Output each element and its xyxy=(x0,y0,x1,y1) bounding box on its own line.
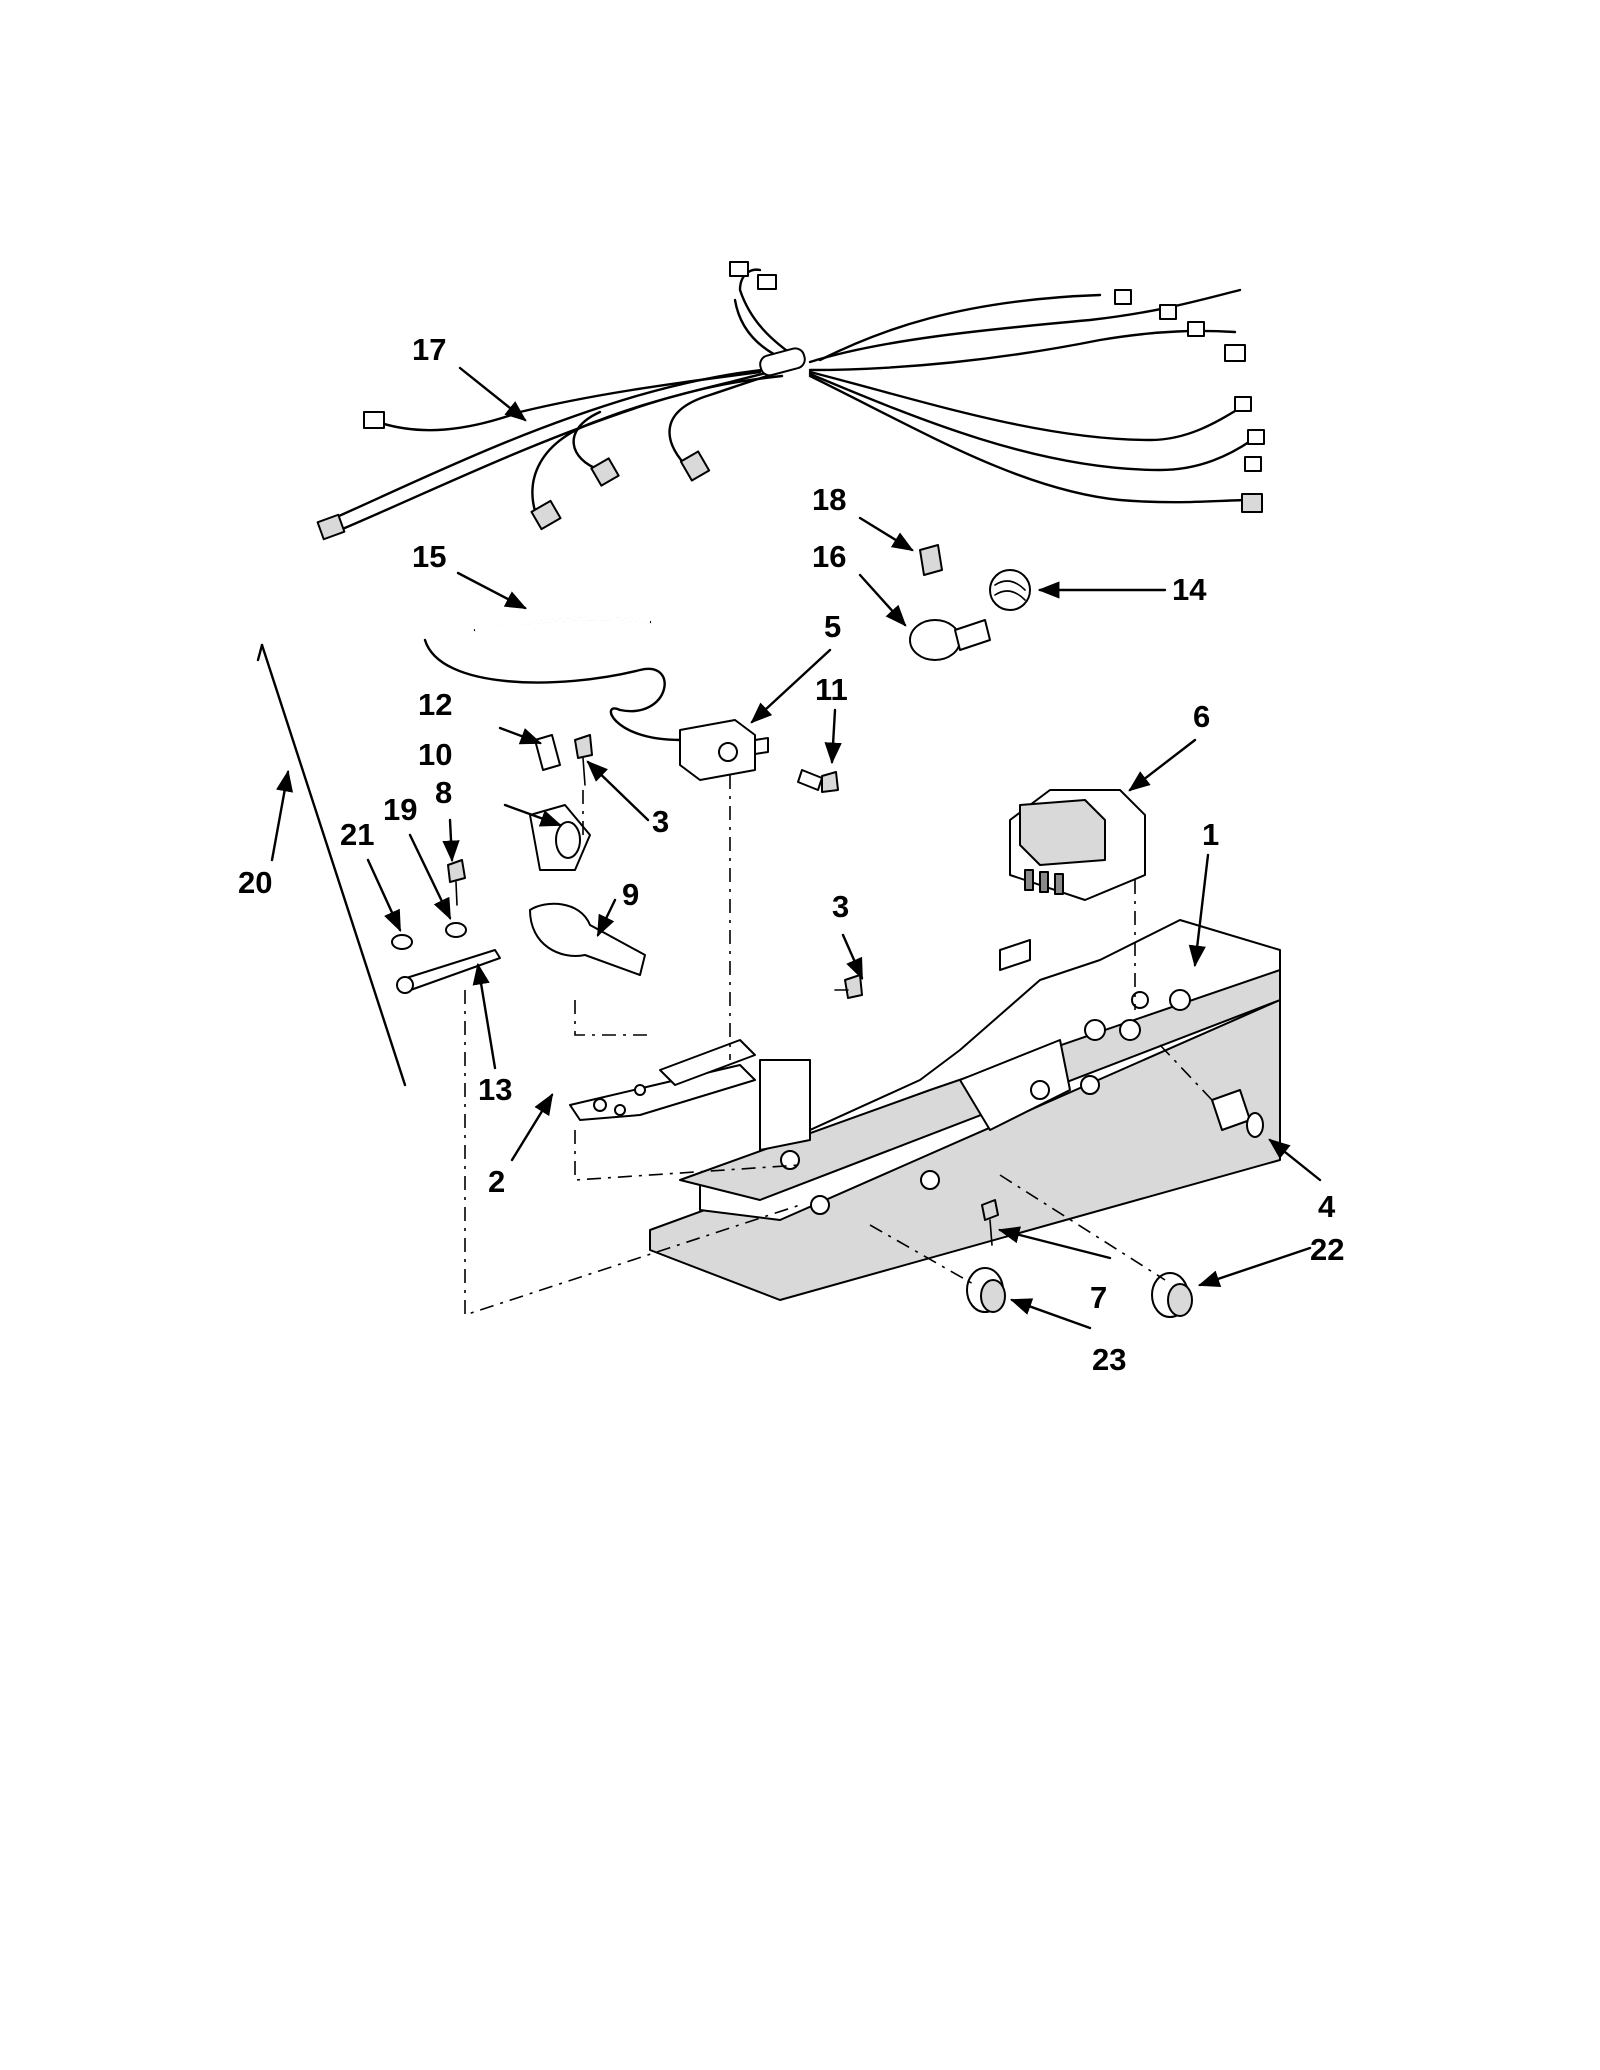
tube-part-inner xyxy=(474,617,651,632)
wire-harness-part xyxy=(316,261,1265,541)
callout-13: 13 xyxy=(478,1072,512,1107)
callout-1: 1 xyxy=(1202,817,1219,852)
callout-14: 14 xyxy=(1172,572,1207,607)
assembly-lines xyxy=(464,775,1213,1317)
control-housing-part xyxy=(649,919,1281,1301)
callout-20: 20 xyxy=(238,865,272,900)
lamp-socket-part xyxy=(989,569,1031,611)
callout-7: 7 xyxy=(1090,1280,1107,1315)
screw-part-8 xyxy=(447,859,466,906)
callout-3-mid: 3 xyxy=(832,889,849,924)
callout-9: 9 xyxy=(622,877,639,912)
callout-2: 2 xyxy=(488,1164,505,1199)
callout-22: 22 xyxy=(1310,1232,1344,1267)
callout-23: 23 xyxy=(1092,1342,1126,1377)
washer-part-19 xyxy=(445,922,467,938)
screw-part-11 xyxy=(797,769,839,793)
control-knob-part xyxy=(529,902,646,976)
clip-part-18 xyxy=(919,544,943,576)
screw-part-7 xyxy=(981,1199,999,1246)
callout-21: 21 xyxy=(340,817,374,852)
callout-3-top: 3 xyxy=(652,804,669,839)
light-bulb-part xyxy=(909,619,991,661)
callout-17: 17 xyxy=(412,332,446,367)
thermostat-part xyxy=(423,638,769,781)
screw-part-3-mid xyxy=(834,974,863,999)
leader-arrows xyxy=(270,366,1322,1330)
cam-part xyxy=(529,804,591,871)
callout-5: 5 xyxy=(824,609,841,644)
button-part-22 xyxy=(1151,1272,1193,1318)
rod-part xyxy=(260,643,407,1087)
callout-18: 18 xyxy=(812,482,846,517)
washer-part-21 xyxy=(391,934,413,950)
rod-part-end xyxy=(256,643,264,662)
callout-11: 11 xyxy=(815,672,848,707)
clip-part-12 xyxy=(534,734,561,771)
callout-6: 6 xyxy=(1193,699,1210,734)
callout-4: 4 xyxy=(1318,1189,1336,1224)
screw-part-3-top xyxy=(574,734,593,786)
callout-19: 19 xyxy=(383,792,417,827)
callout-15: 15 xyxy=(412,539,446,574)
bracket-part xyxy=(569,1039,756,1121)
callout-16: 16 xyxy=(812,539,846,574)
callout-12: 12 xyxy=(418,687,452,722)
callout-8: 8 xyxy=(435,775,452,810)
button-part-23 xyxy=(966,1267,1006,1313)
callout-10: 10 xyxy=(418,737,452,772)
relay-part xyxy=(1009,789,1146,901)
lever-arm-part xyxy=(396,949,501,994)
switch-part-4 xyxy=(1211,1089,1264,1138)
